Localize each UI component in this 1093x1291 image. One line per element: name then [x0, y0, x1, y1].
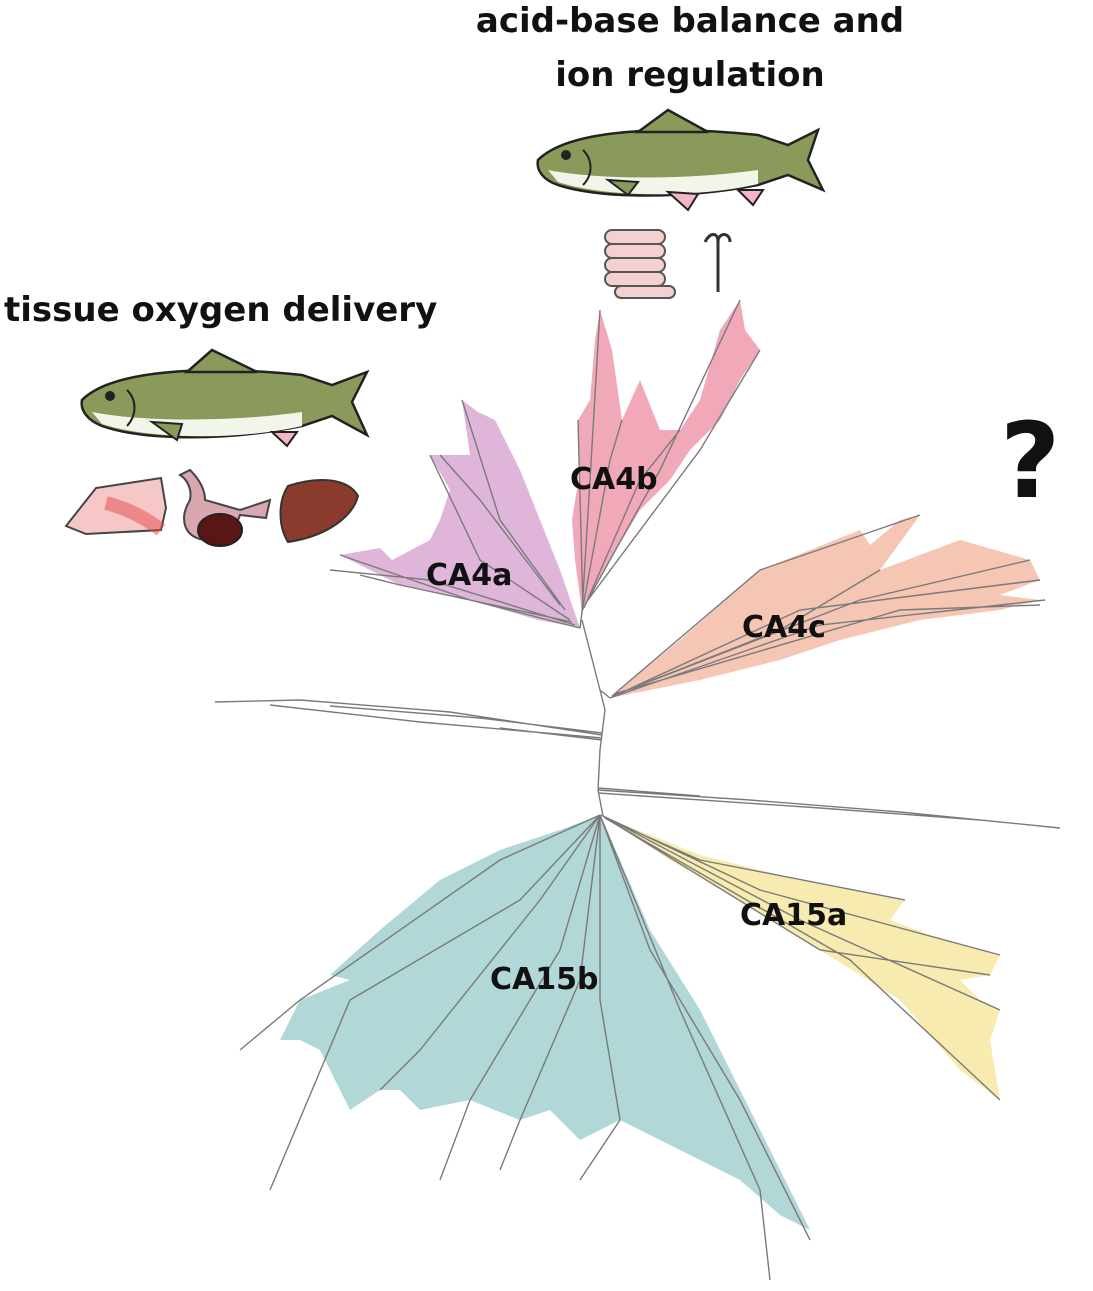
outgroup-right-branches	[597, 787, 1061, 829]
tissue-oxygen-caption: tissue oxygen delivery	[4, 290, 438, 330]
backbone-branch	[579, 611, 611, 818]
rainbow-trout-icon	[80, 348, 370, 448]
clade-label-ca4b: CA4b	[570, 462, 658, 497]
ca4b-branches	[577, 299, 761, 613]
ca15a-clade-fill	[603, 816, 1000, 1100]
clade-label-ca15b: CA15b	[490, 962, 599, 997]
ca15b-clade-fill	[280, 815, 810, 1230]
clade-label-ca4a: CA4a	[426, 558, 513, 593]
ca4c-branches	[609, 514, 1046, 699]
clade-label-ca15a: CA15a	[740, 898, 848, 933]
muscle-icon	[64, 476, 168, 536]
acid-base-caption-line2: ion regulation	[555, 55, 825, 95]
clade-label-ca4c: CA4c	[742, 610, 826, 645]
intestine-icon	[604, 229, 676, 299]
ca15b-branches	[239, 814, 811, 1281]
rainbow-trout-icon	[536, 108, 826, 212]
tree-branches	[214, 299, 1061, 1281]
ca4a-clade-fill	[340, 400, 580, 628]
outgroup-left-branches	[214, 699, 603, 741]
ca15a-branches	[602, 815, 1001, 1101]
liver-icon	[279, 479, 360, 544]
acid-base-caption: acid-base balance and ion regulation	[470, 0, 910, 102]
acid-base-caption-line1: acid-base balance and	[475, 1, 905, 41]
unknown-function-mark: ?	[1000, 400, 1061, 522]
gill-filament-icon	[703, 233, 732, 292]
clade-fills	[280, 300, 1040, 1230]
heart-icon	[177, 468, 272, 547]
ca4a-branches	[329, 399, 581, 629]
